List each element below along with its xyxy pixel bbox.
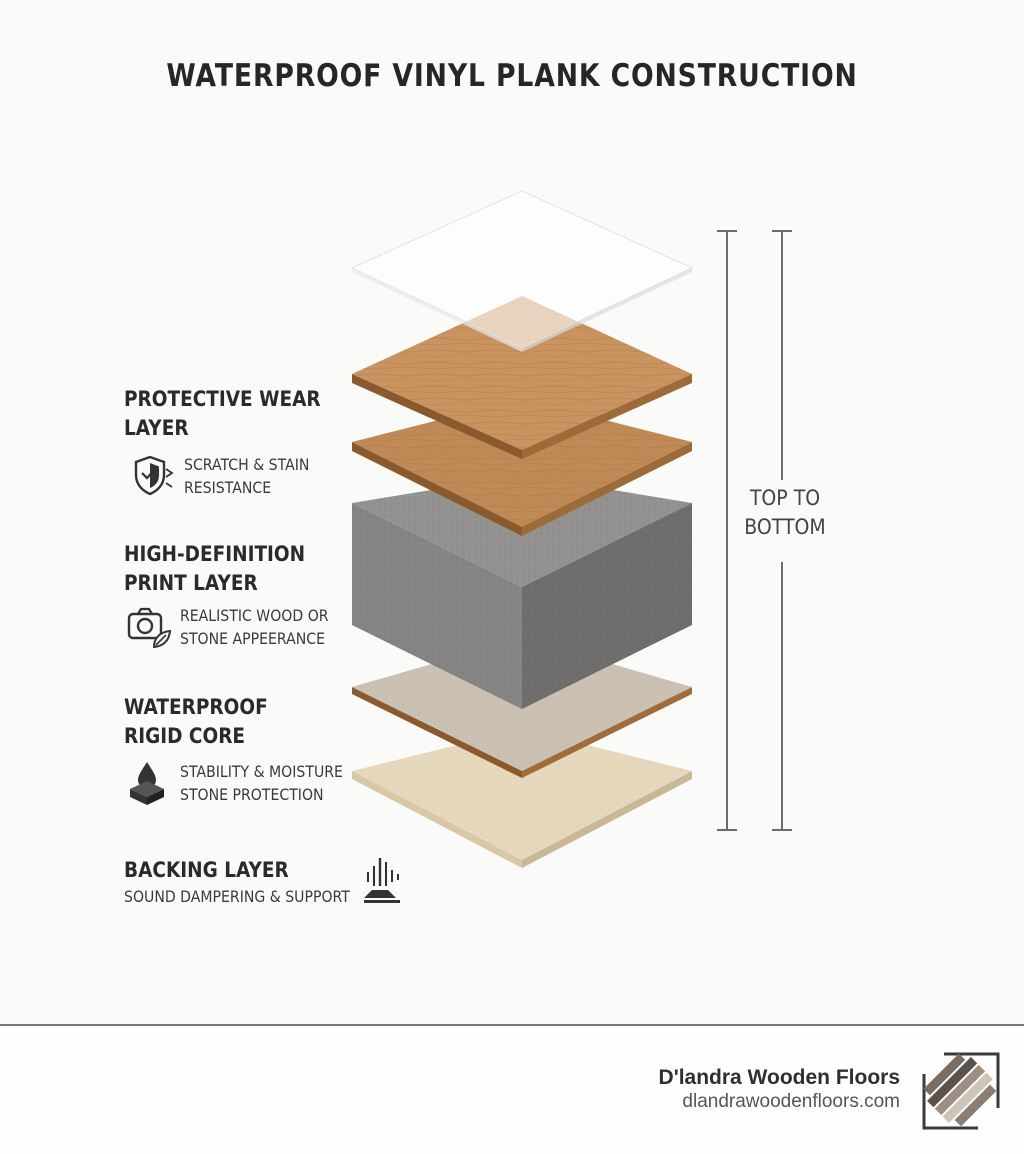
layer-label-backing: BACKING LAYER bbox=[124, 856, 311, 885]
layer-desc-text: REALISTIC WOOD OR STONE APPEERANCE bbox=[180, 604, 329, 650]
layer-desc-print: REALISTIC WOOD OR STONE APPEERANCE bbox=[126, 604, 349, 650]
layer-desc-wear: SCRATCH & STAIN RESISTANCE bbox=[130, 453, 327, 499]
desc-line: REALISTIC WOOD OR bbox=[180, 606, 329, 625]
layer-desc-text: SCRATCH & STAIN RESISTANCE bbox=[184, 453, 309, 499]
desc-line: STABILITY & MOISTURE bbox=[180, 762, 343, 781]
brand-url[interactable]: dlandrawoodenfloors.com bbox=[682, 1091, 900, 1112]
direction-label-line: TOP TO bbox=[749, 486, 821, 510]
layer-desc-backing: SOUND DAMPERING & SUPPORT bbox=[124, 885, 350, 908]
desc-line: SCRATCH & STAIN bbox=[184, 455, 310, 474]
layer-title-line: PRINT LAYER bbox=[124, 571, 258, 595]
layer-label-wear: PROTECTIVE WEAR LAYER bbox=[124, 385, 347, 443]
footer bbox=[0, 1026, 1024, 1154]
desc-line: STONE PROTECTION bbox=[180, 785, 324, 804]
direction-label-line: BOTTOM bbox=[744, 515, 826, 539]
layer-title-line: WATERPROOF bbox=[124, 695, 268, 719]
layer-title: HIGH-DEFINITION PRINT LAYER bbox=[124, 540, 305, 598]
direction-bracket-right bbox=[772, 230, 792, 831]
desc-line: STONE APPEERANCE bbox=[180, 629, 326, 648]
layer-title: BACKING LAYER bbox=[124, 856, 289, 885]
layer-title-line: LAYER bbox=[124, 416, 189, 440]
layer-title: PROTECTIVE WEAR LAYER bbox=[124, 385, 321, 443]
page-title: WATERPROOF VINYL PLANK CONSTRUCTION bbox=[166, 58, 858, 94]
layer-desc-text: STABILITY & MOISTURE STONE PROTECTION bbox=[180, 760, 343, 806]
shield-icon bbox=[134, 455, 174, 496]
layer-title-line: HIGH-DEFINITION bbox=[124, 542, 306, 566]
footer-divider bbox=[0, 1024, 1024, 1026]
layer-desc-core: STABILITY & MOISTURE STONE PROTECTION bbox=[126, 760, 365, 806]
layer-label-core: WATERPROOF RIGID CORE bbox=[124, 693, 287, 751]
desc-line: RESISTANCE bbox=[184, 478, 272, 497]
direction-bracket-left bbox=[717, 230, 737, 831]
print-layer-slab bbox=[352, 399, 692, 536]
brand-name: D'landra Wooden Floors bbox=[658, 1066, 900, 1089]
direction-label: TOP TO BOTTOM bbox=[727, 484, 844, 542]
camera-leaf-icon bbox=[127, 607, 172, 649]
layer-title-line: BACKING LAYER bbox=[124, 858, 289, 882]
sound-dampening-icon bbox=[364, 858, 400, 903]
parquet-tiles-logo bbox=[922, 1052, 1000, 1130]
layer-title-line: RIGID CORE bbox=[124, 724, 246, 748]
wood-layer-slab bbox=[352, 296, 692, 459]
wear-layer-sheet bbox=[350, 190, 694, 352]
layer-title-line: PROTECTIVE WEAR bbox=[124, 387, 321, 411]
exploded-layer-diagram bbox=[350, 190, 792, 868]
layer-title: WATERPROOF RIGID CORE bbox=[124, 693, 268, 751]
backing-layer-slab bbox=[352, 729, 692, 868]
water-drop-block-icon bbox=[130, 762, 164, 805]
desc-line: SOUND DAMPERING & SUPPORT bbox=[124, 887, 350, 906]
layer-label-print: HIGH-DEFINITION PRINT LAYER bbox=[124, 540, 330, 598]
